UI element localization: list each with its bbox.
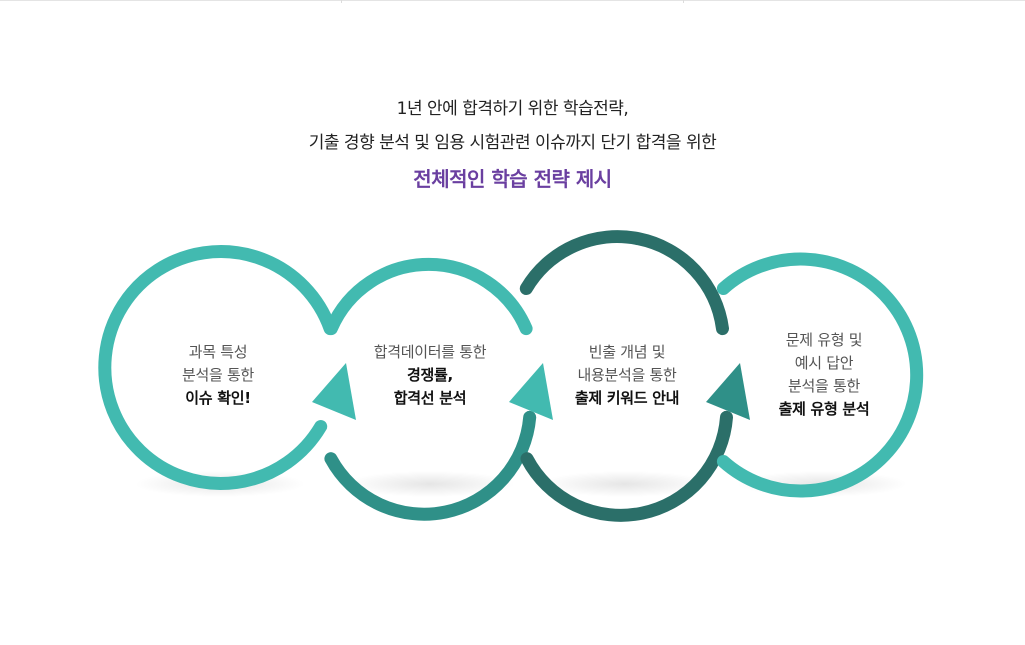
- top-divider: [0, 0, 1025, 3]
- divider-tick: [341, 0, 342, 3]
- step-4-line: 분석을 통한: [788, 377, 860, 395]
- intro-line-2: 기출 경향 분석 및 임용 시험관련 이슈까지 단기 합격을 위한: [308, 133, 717, 153]
- step-2-label: 합격데이터를 통한 경쟁률, 합격선 분석: [345, 341, 515, 410]
- intro-line-1: 1년 안에 합격하기 위한 학습전략,: [396, 99, 629, 119]
- step-3-line: 내용분석을 통한: [577, 366, 677, 384]
- step-3-emphasis: 출제 키워드 안내: [574, 389, 680, 407]
- step-1-label: 과목 특성 분석을 통한 이슈 확인!: [133, 341, 303, 410]
- step-4-line: 문제 유형 및: [785, 331, 863, 349]
- step-1-line: 분석을 통한: [182, 366, 254, 384]
- step-2-emphasis: 합격선 분석: [393, 389, 467, 407]
- step-4-label: 문제 유형 및 예시 답안 분석을 통한 출제 유형 분석: [739, 329, 909, 421]
- step-1-emphasis: 이슈 확인!: [185, 389, 251, 407]
- intro-highlight: 전체적인 학습 전략 제시: [413, 167, 612, 191]
- cycle-arc-3-bottom: [520, 410, 733, 522]
- cycle-ring-1: [98, 245, 337, 490]
- circle-shadow: [540, 471, 710, 497]
- circle-shadow: [345, 471, 515, 497]
- cycle-arc-3-top: [519, 230, 729, 336]
- cycle-ring-4: [716, 252, 924, 498]
- step-3-label: 빈출 개념 및 내용분석을 통한 출제 키워드 안내: [542, 341, 712, 410]
- step-2-line: 합격데이터를 통한: [373, 343, 487, 361]
- intro-text: 1년 안에 합격하기 위한 학습전략, 기출 경향 분석 및 임용 시험관련 이…: [0, 92, 1025, 198]
- cycle-arc-2-top: [324, 258, 533, 336]
- step-4-emphasis: 출제 유형 분석: [778, 400, 870, 418]
- arrow-head-3: [706, 363, 750, 420]
- step-2-emphasis: 경쟁률,: [407, 366, 453, 384]
- cycle-arc-2-bottom: [324, 410, 537, 521]
- step-3-line: 빈출 개념 및: [588, 343, 666, 361]
- divider-tick: [683, 0, 684, 3]
- arrow-head-1: [312, 363, 356, 420]
- step-1-line: 과목 특성: [188, 343, 248, 361]
- arrow-head-2: [509, 363, 553, 420]
- step-4-line: 예시 답안: [794, 354, 854, 372]
